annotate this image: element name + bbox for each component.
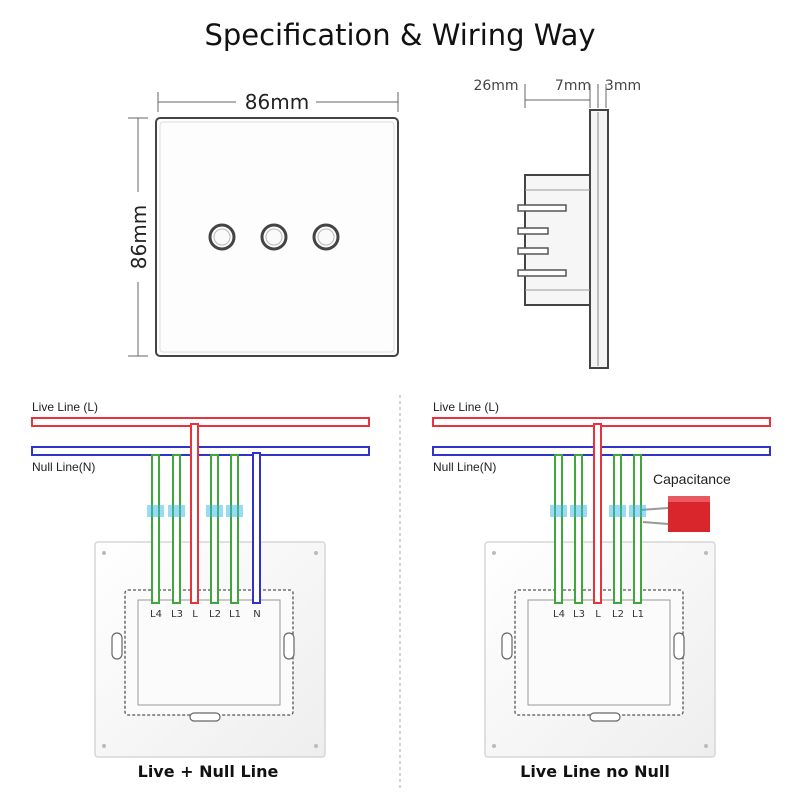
- width-dimension-label: 86mm: [245, 90, 309, 114]
- null-line-label: Null Line(N): [433, 460, 496, 474]
- terminal-label-l1: L1: [229, 609, 241, 620]
- mid-dimension-label: 7mm: [555, 78, 591, 94]
- load-wire-l2: [609, 454, 626, 604]
- terminal-label-l4: L4: [553, 609, 565, 620]
- terminal-label-l4: L4: [150, 609, 162, 620]
- terminal-label-l1: L1: [632, 609, 644, 620]
- capacitance-label: Capacitance: [653, 471, 731, 487]
- front-view: 86mm 86mm: [127, 90, 399, 357]
- terminal-label-n: N: [253, 609, 260, 620]
- wiring-diagram-left: Live Line (L) Null Line(N): [31, 400, 370, 758]
- null-line-wire: [31, 446, 370, 456]
- terminal-label-l2: L2: [209, 609, 221, 620]
- depth-dimension-label: 26mm: [473, 78, 518, 94]
- caption-live-null: Live + Null Line: [137, 762, 279, 781]
- null-line-label: Null Line(N): [32, 460, 95, 474]
- live-line-wire: [31, 417, 370, 427]
- caption-live-no-null: Live Line no Null: [520, 762, 670, 781]
- load-wire-l4: [147, 454, 164, 604]
- height-dimension-label: 86mm: [127, 205, 151, 269]
- load-wire-l2: [206, 454, 223, 604]
- load-wire-l3: [168, 454, 185, 604]
- load-wire-l4: [550, 454, 567, 604]
- side-view: 26mm 7mm 3mm: [473, 78, 641, 369]
- terminal-label-l: L: [595, 609, 601, 620]
- live-line-label: Live Line (L): [32, 400, 98, 414]
- terminal-label-l3: L3: [573, 609, 585, 620]
- live-drop-wire: [593, 423, 602, 604]
- terminal-label-l2: L2: [612, 609, 624, 620]
- live-line-label: Live Line (L): [433, 400, 499, 414]
- terminal-label-l: L: [192, 609, 198, 620]
- wiring-diagram-right: Live Line (L) Null Line(N) Capacitance: [432, 400, 771, 758]
- load-wire-l3: [570, 454, 587, 604]
- terminal-label-l3: L3: [171, 609, 183, 620]
- load-wire-l1: [629, 454, 646, 604]
- load-wire-l1: [226, 454, 243, 604]
- live-drop-wire: [190, 423, 199, 604]
- panel-side: [589, 109, 609, 369]
- page-title: Specification & Wiring Way: [204, 18, 596, 52]
- switch-body-side: [524, 174, 591, 306]
- null-drop-wire: [252, 452, 261, 604]
- panel-dimension-label: 3mm: [605, 78, 641, 94]
- capacitor: [639, 496, 710, 532]
